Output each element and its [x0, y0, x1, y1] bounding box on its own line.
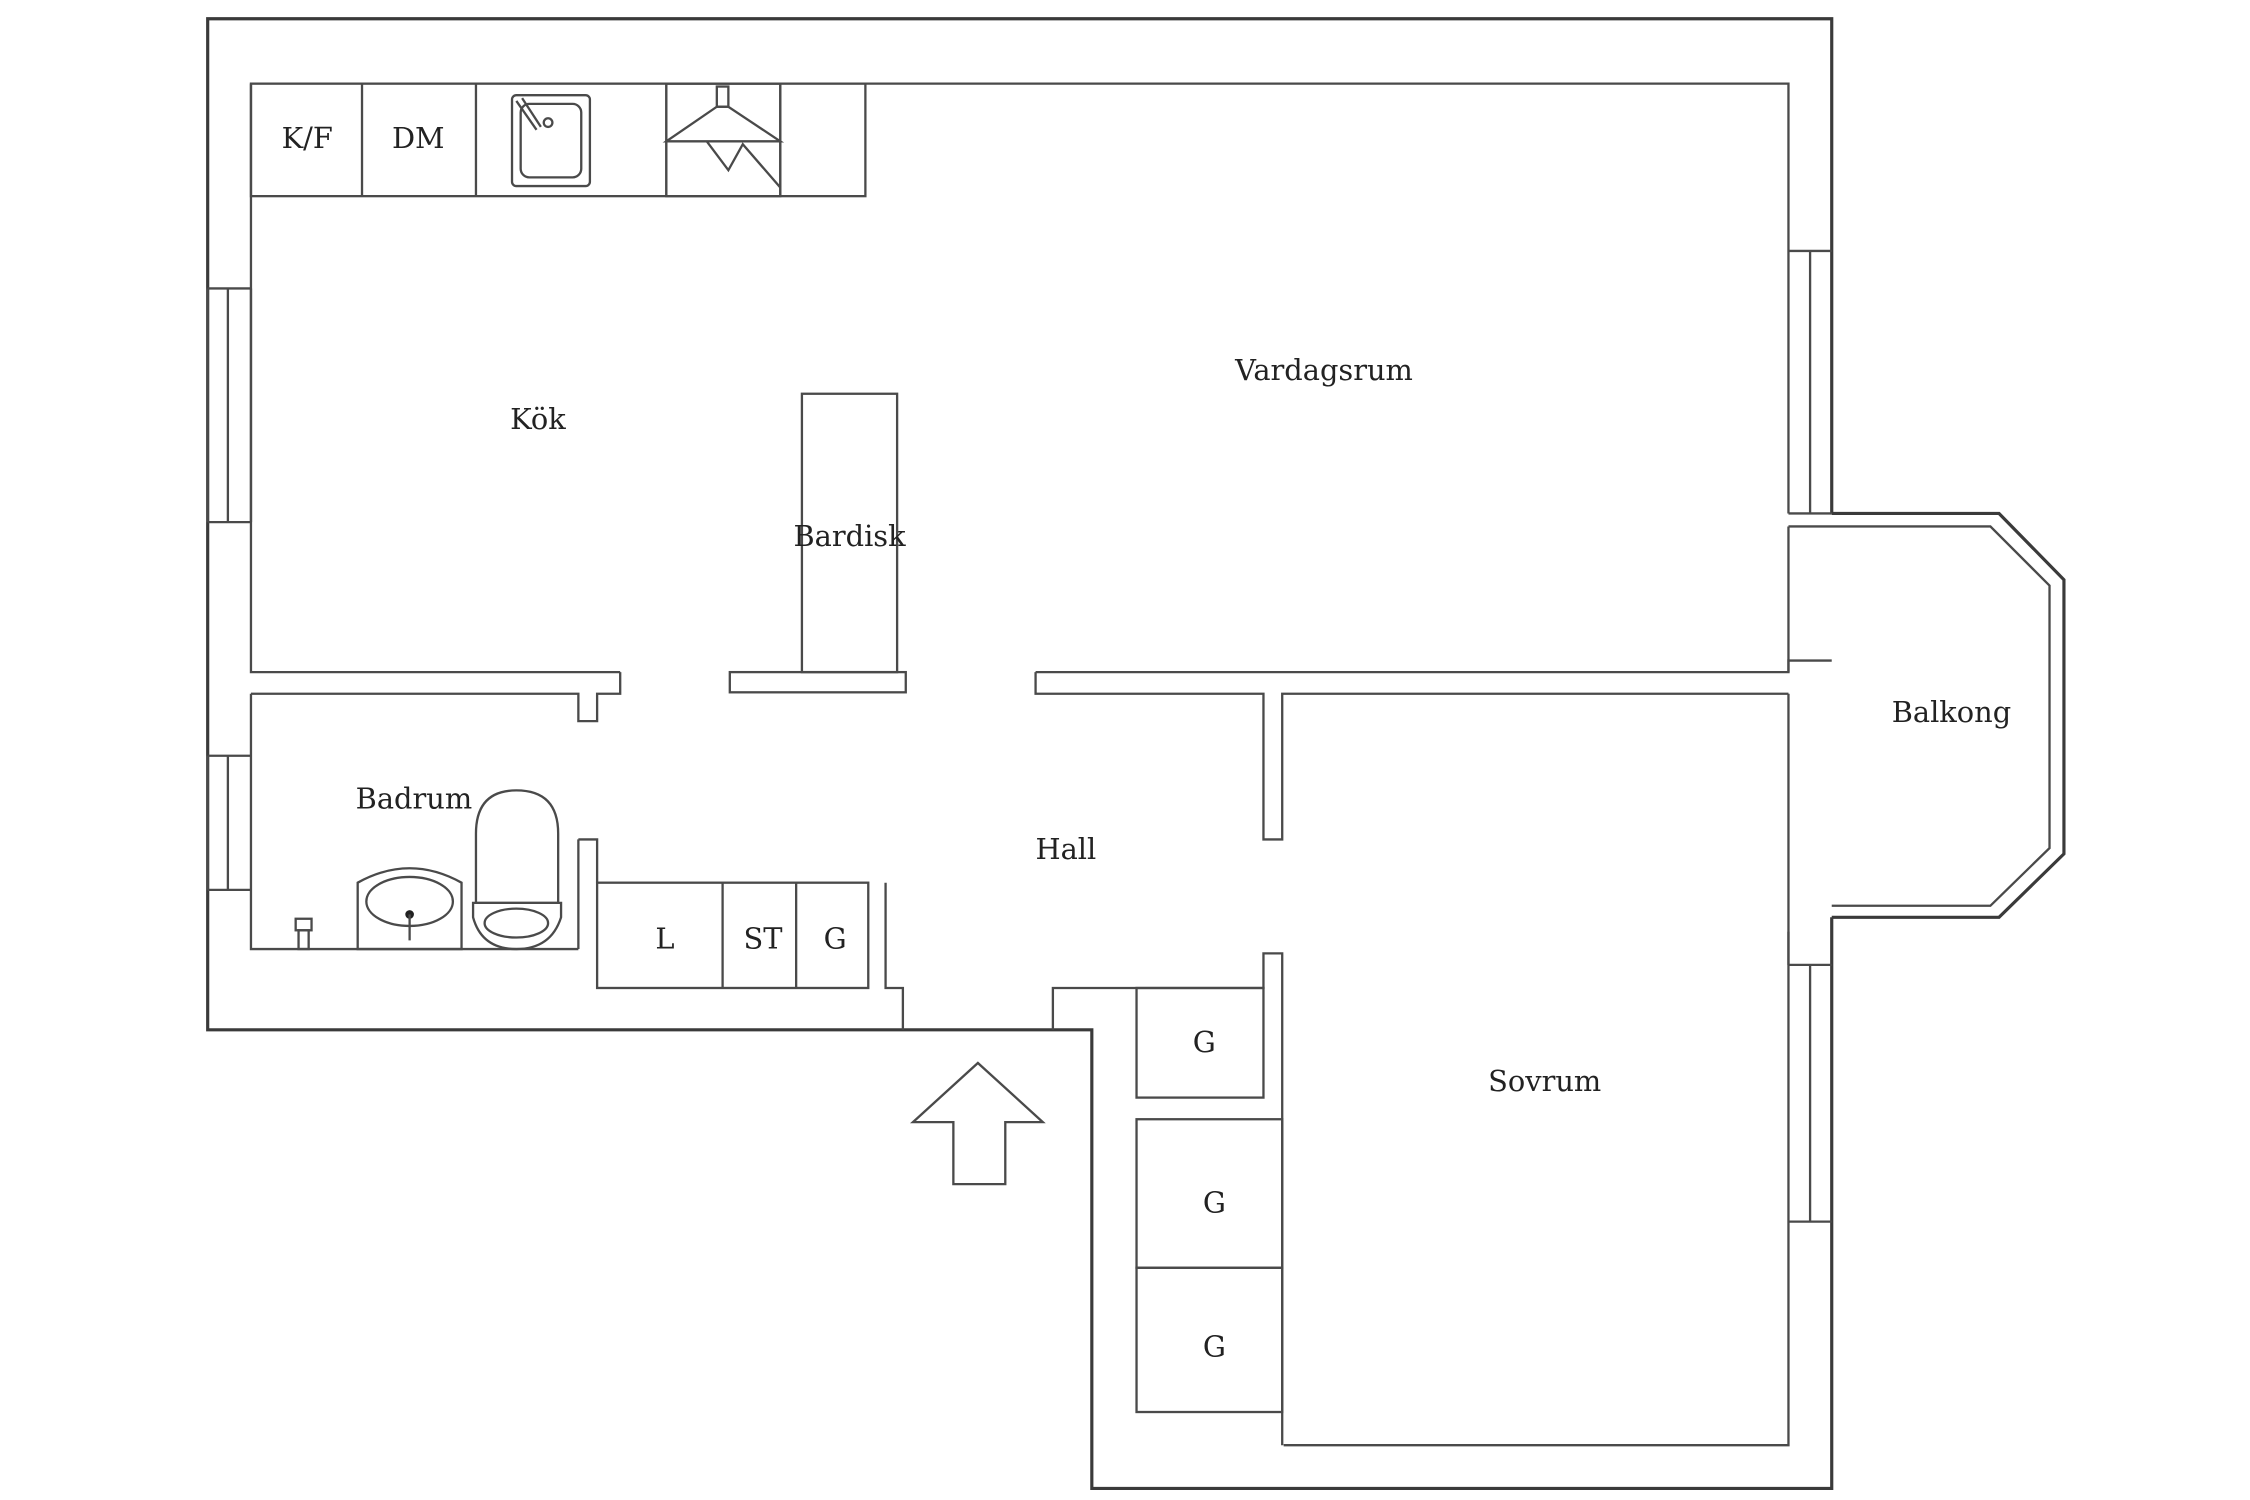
wardrobes	[1135, 986, 1284, 1414]
window-bedroom	[1788, 963, 1832, 1223]
window-living-room	[1788, 249, 1832, 514]
fixture-label-l: L	[655, 921, 674, 955]
fixture-label-kf: K/F	[282, 121, 333, 155]
room-label-vardagsrum: Vardagsrum	[1234, 353, 1413, 387]
room-label-balkong: Balkong	[1892, 695, 2011, 729]
room-label-bardisk: Bardisk	[793, 519, 906, 553]
hall-closets	[595, 881, 870, 990]
fixture-label-g-wardrobe-2: G	[1203, 1185, 1226, 1219]
fixture-labels: K/F DM L ST G G G G	[282, 121, 1226, 1364]
washbasin-icon	[356, 867, 463, 951]
fixture-label-dm: DM	[392, 121, 445, 155]
window-bathroom	[206, 754, 251, 892]
balcony	[1788, 511, 2066, 919]
entrance-arrow-icon	[910, 1061, 1046, 1186]
tap-icon	[294, 917, 313, 951]
fixture-label-g-wardrobe-3: G	[1203, 1330, 1226, 1364]
stove-icon	[662, 82, 785, 198]
sink-icon	[510, 94, 592, 188]
windows	[206, 249, 1832, 1223]
room-label-badrum: Badrum	[356, 781, 473, 815]
window-kitchen	[206, 287, 253, 524]
fixture-label-g-hall: G	[824, 921, 847, 955]
room-label-sovrum: Sovrum	[1488, 1064, 1601, 1098]
fixture-label-g-wardrobe-1: G	[1193, 1025, 1216, 1059]
room-labels: Kök Vardagsrum Bardisk Badrum Hall Balko…	[356, 353, 2011, 1098]
fixture-label-st: ST	[743, 921, 782, 955]
toilet-icon	[471, 789, 563, 951]
room-label-kok: Kök	[510, 402, 566, 436]
room-label-hall: Hall	[1035, 832, 1096, 866]
bardisk	[800, 392, 899, 674]
